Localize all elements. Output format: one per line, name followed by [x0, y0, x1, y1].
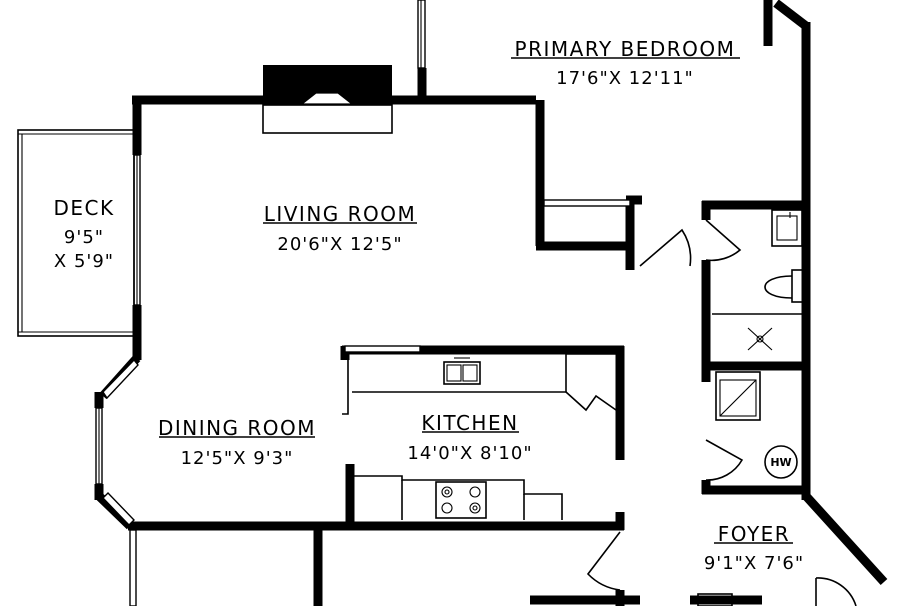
deck [17, 129, 135, 337]
kitchen-size: 14'0"X 8'10" [407, 443, 532, 464]
bathroom-fixtures [712, 209, 806, 479]
walls [94, 0, 888, 606]
fireplace [262, 65, 393, 134]
room-labels: PRIMARY BEDROOM 17'6"X 12'11" LIVING ROO… [53, 37, 804, 574]
living-room-size: 20'6"X 12'5" [277, 234, 402, 255]
dining-room-size: 12'5"X 9'3" [181, 448, 294, 469]
foyer-name: FOYER [718, 522, 790, 546]
deck-size-line1: 9'5" [64, 227, 104, 248]
deck-size-line2: X 5'9" [54, 251, 114, 272]
water-heater-label: HW [770, 456, 791, 469]
doors [586, 219, 857, 606]
primary-bedroom-size: 17'6"X 12'11" [556, 68, 694, 89]
kitchen-name: KITCHEN [421, 411, 518, 435]
deck-name: DECK [53, 196, 114, 220]
foyer-size: 9'1"X 7'6" [704, 553, 804, 574]
dining-room-name: DINING ROOM [158, 416, 316, 440]
living-room-name: LIVING ROOM [264, 202, 417, 226]
kitchen-fixtures [342, 353, 617, 520]
primary-bedroom-name: PRIMARY BEDROOM [515, 37, 736, 61]
windows [95, 0, 631, 606]
